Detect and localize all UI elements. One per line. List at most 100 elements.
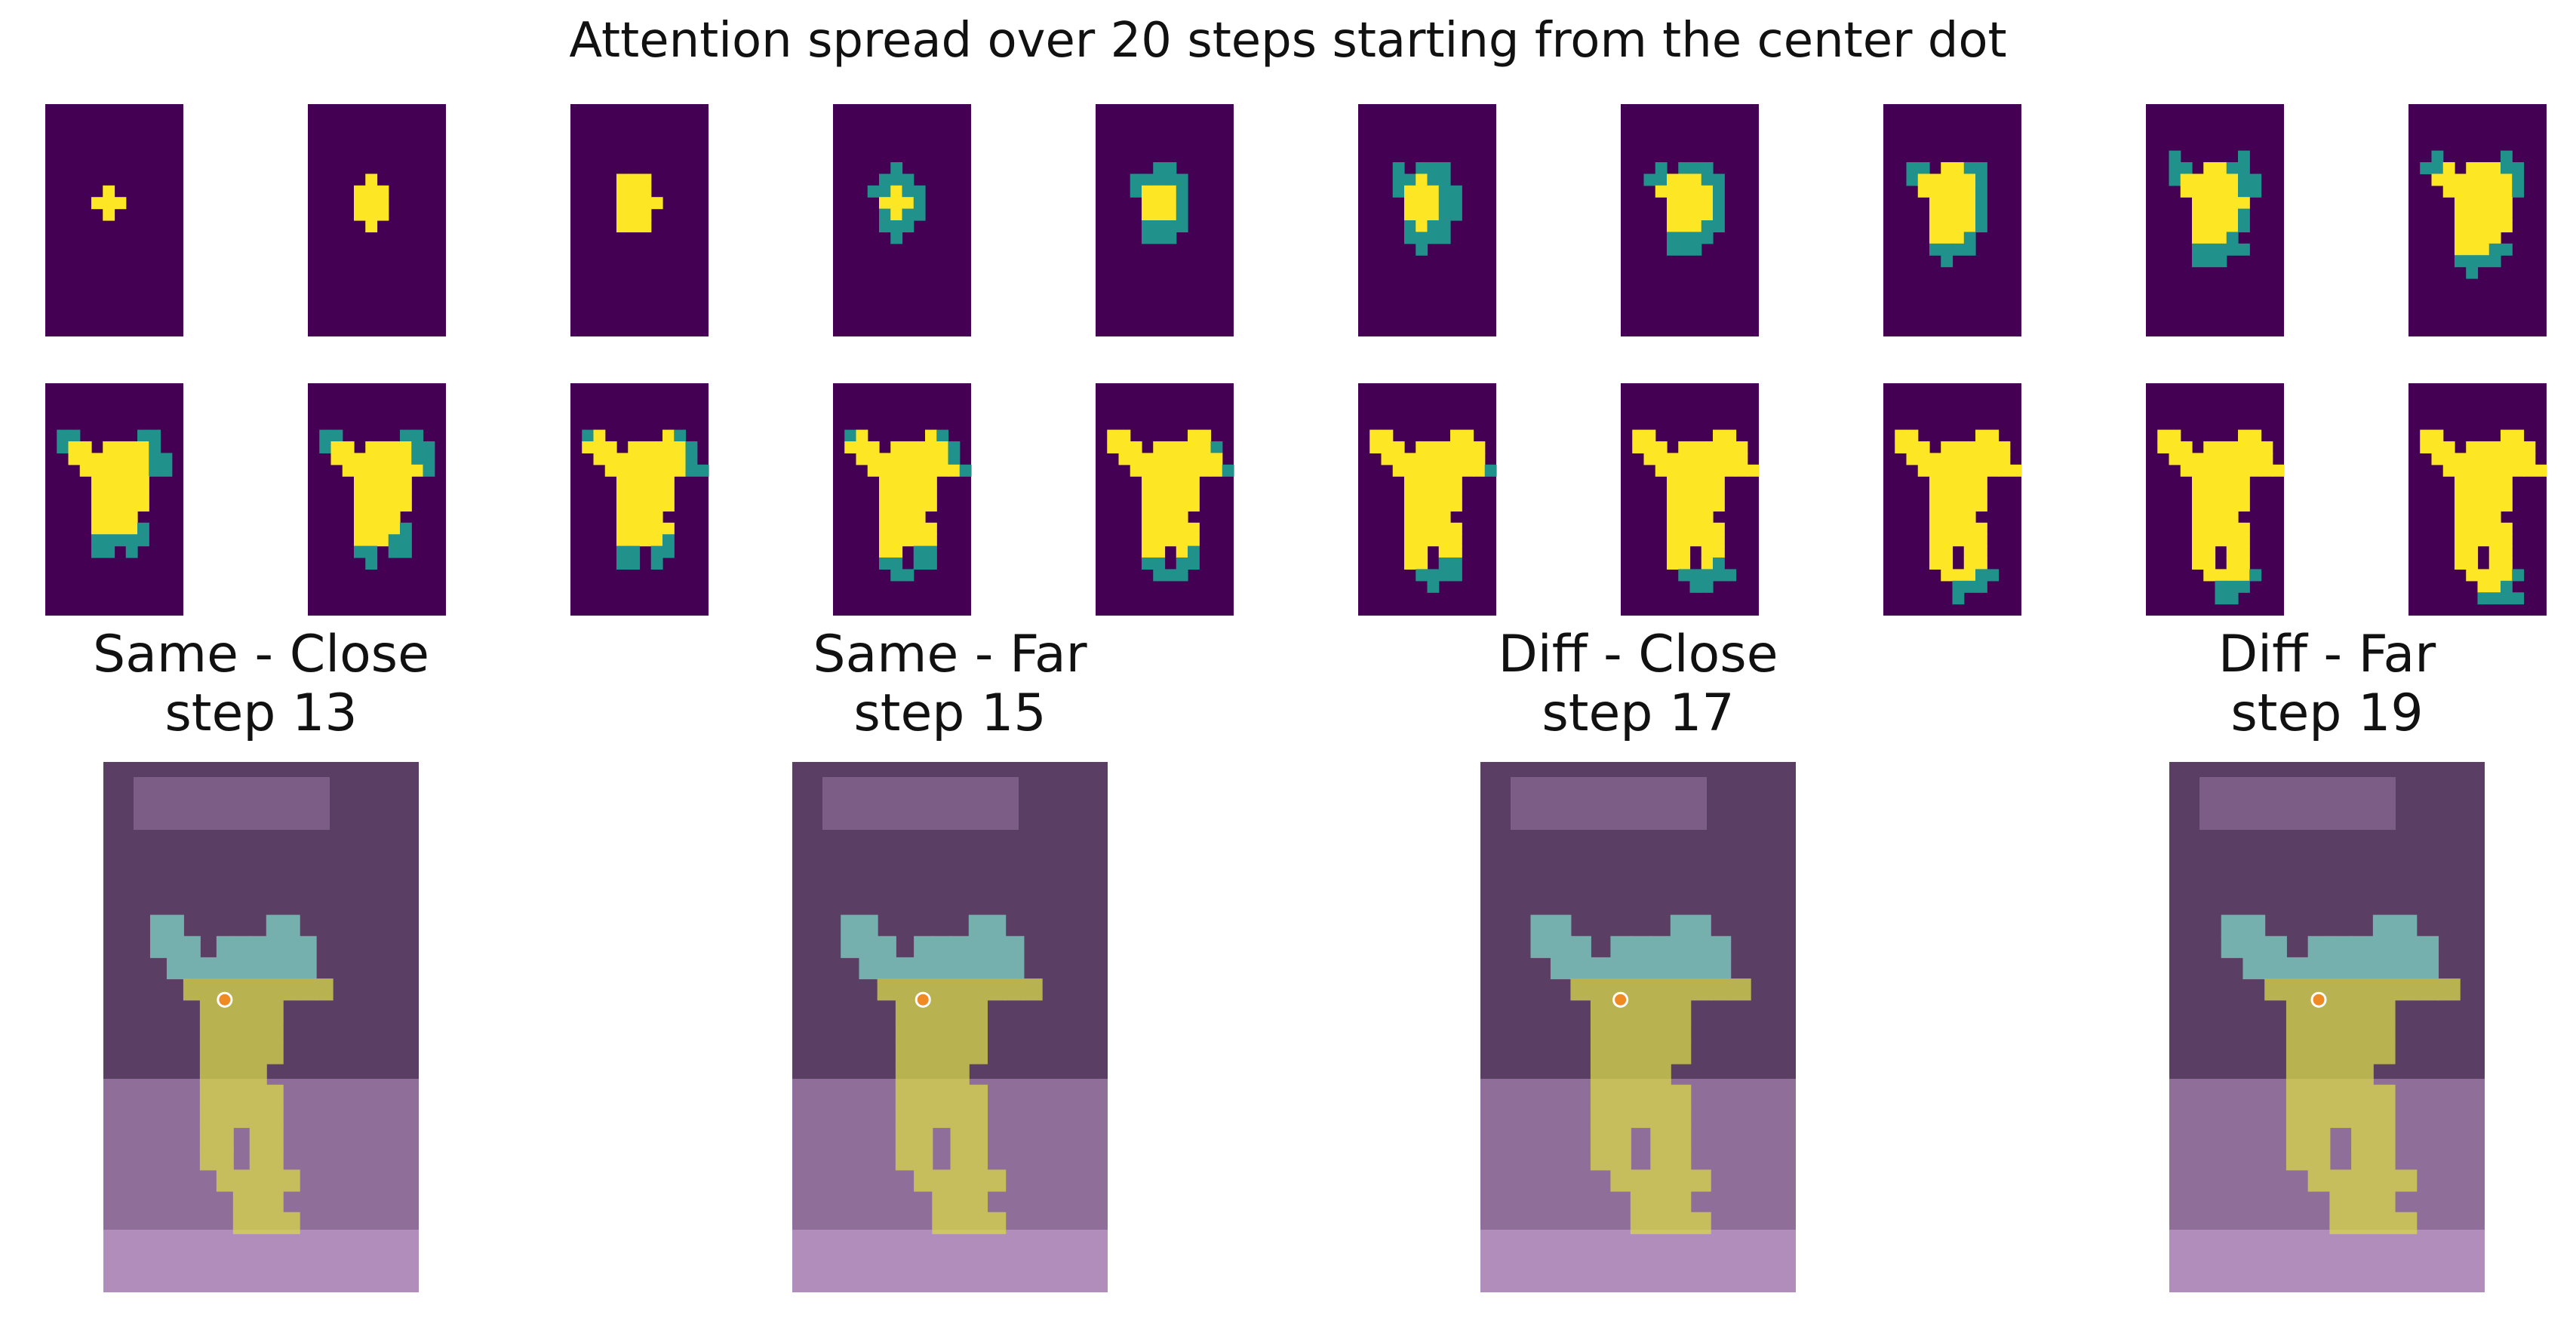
mask-cell	[249, 1042, 267, 1064]
heatmap-cell	[1963, 220, 1976, 232]
mask-cell	[2372, 1169, 2396, 1192]
heatmap-cell	[890, 185, 903, 198]
heatmap-cell	[411, 441, 424, 453]
mask-cell	[950, 1105, 970, 1129]
mask-cell	[932, 957, 951, 980]
heatmap-cell	[2238, 453, 2250, 465]
heatmap-cell	[1678, 499, 1691, 511]
mask-cell	[2307, 1169, 2331, 1192]
heatmap-cell	[114, 476, 127, 489]
heatmap-cell	[103, 464, 115, 477]
heatmap-cell	[1164, 569, 1177, 582]
heatmap-cell	[1678, 569, 1691, 582]
heatmap-cell	[1689, 208, 1702, 221]
heatmap-cell	[582, 441, 595, 453]
heatmap-cell	[2249, 174, 2262, 186]
mask-cell	[1690, 935, 1711, 958]
heatmap-cell	[2455, 511, 2467, 524]
heatmap-cell	[1701, 232, 1714, 244]
heatmap-cell	[1416, 522, 1428, 535]
heatmap-cell	[1655, 453, 1668, 465]
mask-cell	[1650, 1063, 1671, 1086]
heatmap-cell	[1975, 441, 1987, 453]
heatmap-cell	[2226, 208, 2239, 221]
heatmap-cell	[2455, 522, 2467, 535]
heatmap-cell	[114, 522, 127, 535]
heatmap-cell	[616, 208, 629, 221]
heatmap-cell	[2238, 174, 2250, 186]
heatmap-cell	[2501, 592, 2513, 605]
mask-cell	[914, 1127, 933, 1150]
heatmap-cell	[628, 441, 641, 453]
heatmap-cell	[1153, 162, 1166, 174]
mask-cell	[2221, 935, 2244, 958]
heatmap-cell	[1952, 220, 1965, 232]
heatmap-cell	[2238, 558, 2250, 570]
heatmap-cell	[1404, 464, 1416, 477]
heatmap-cell	[1735, 453, 1748, 465]
mask-cell	[968, 1127, 988, 1150]
panel-subtitle: step 15	[853, 684, 1046, 743]
mask-cell	[249, 1105, 267, 1129]
mask-cell	[232, 1000, 251, 1022]
heatmap-cell	[2523, 453, 2536, 465]
heatmap-cell	[400, 487, 412, 500]
heatmap-cell	[1392, 174, 1405, 186]
heatmap-cell	[1895, 429, 1907, 442]
heatmap-cell	[1450, 429, 1462, 442]
heatmap-cell	[1210, 464, 1223, 477]
heatmap-cell	[1438, 232, 1451, 244]
heatmap-cell	[1724, 569, 1737, 582]
heatmap-cell	[890, 453, 903, 465]
heatmap-cell	[1438, 174, 1451, 186]
mask-cell	[1630, 1000, 1652, 1022]
heatmap-cell	[1176, 569, 1188, 582]
mask-cell	[950, 1169, 970, 1192]
mask-cell	[1670, 1084, 1692, 1107]
heatmap-cell	[616, 522, 629, 535]
heatmap-cell	[1153, 534, 1166, 547]
heatmap-cell	[2488, 499, 2501, 511]
heatmap-cell	[1987, 441, 2000, 453]
heatmap-cell	[2226, 162, 2239, 174]
heatmap-cell	[1678, 453, 1691, 465]
heatmap-cell	[616, 197, 629, 210]
heatmap-cell	[639, 511, 652, 524]
heatmap-cell	[1427, 522, 1440, 535]
mask-cell	[914, 1148, 933, 1171]
heatmap-cell	[2203, 511, 2216, 524]
heatmap-cell	[1713, 453, 1725, 465]
heatmap-cell	[1427, 208, 1440, 221]
heatmap-cell	[925, 545, 937, 558]
heatmap-cell	[2501, 220, 2513, 232]
heatmap-cell	[377, 453, 389, 465]
heatmap-cell	[2477, 534, 2490, 547]
heatmap-cell	[1963, 545, 1976, 558]
heatmap-cell	[616, 511, 629, 524]
mask-cell	[2351, 1063, 2374, 1086]
mask-cell	[166, 935, 184, 958]
heatmap-cell	[2238, 545, 2250, 558]
step-heatmap	[570, 383, 709, 616]
heatmap-cell	[628, 197, 641, 210]
heatmap-cell	[628, 208, 641, 221]
mask-cell	[183, 978, 201, 1001]
heatmap-cell	[1701, 499, 1714, 511]
mask-cell	[2264, 935, 2287, 958]
heatmap-cell	[696, 464, 709, 477]
mask-cell	[2351, 1190, 2374, 1213]
heatmap-cell	[1701, 476, 1714, 489]
mask-cell	[1630, 1084, 1652, 1107]
mask-cell	[950, 1063, 970, 1086]
heatmap-cell	[2477, 592, 2490, 605]
heatmap-cell	[1188, 534, 1200, 547]
heatmap-cell	[411, 464, 424, 477]
heatmap-cell	[2215, 185, 2227, 198]
heatmap-cell	[2192, 558, 2204, 570]
mask-cell	[282, 914, 300, 937]
heatmap-cell	[1667, 511, 1679, 524]
panel-subtitle: step 17	[1542, 684, 1734, 743]
heatmap-cell	[1142, 511, 1154, 524]
step-heatmap-grid	[45, 104, 2547, 616]
heatmap-cell	[948, 441, 961, 453]
